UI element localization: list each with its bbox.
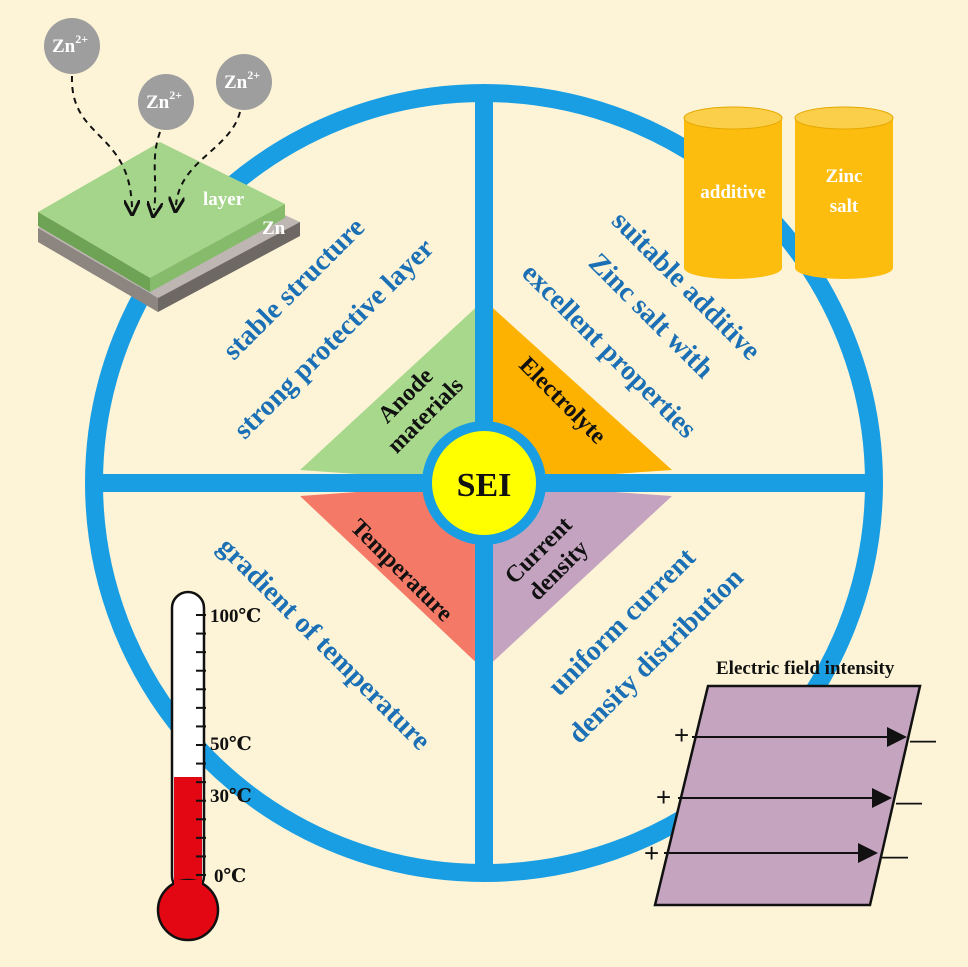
plus-sign-3: + <box>644 838 659 868</box>
layer-label: layer <box>203 189 245 210</box>
cylinder-additive-top <box>683 106 783 130</box>
cylinder-additive-body <box>684 118 782 268</box>
cylinder-additive-bottom <box>684 257 782 279</box>
cylinder-zinc-salt-body <box>795 118 893 268</box>
plus-sign-1: + <box>674 720 689 750</box>
thermometer-fill <box>174 777 202 892</box>
dashed-arrow-icon <box>176 111 241 205</box>
zn-ion-1-label: Zn2+ <box>52 32 88 57</box>
temperature-sector <box>300 483 484 670</box>
tick-30: 30℃ <box>210 786 252 807</box>
minus-sign-2: — <box>896 786 922 816</box>
zn-ion-2 <box>138 74 194 130</box>
anode-sector <box>300 300 484 483</box>
plus-sign-2: + <box>656 782 671 812</box>
zn-layer-illustration: layer Zn Zn2+ Zn2+ Zn2+ <box>38 18 300 312</box>
dashed-arrow-icon <box>70 75 132 208</box>
sei-label: SEI <box>457 467 512 504</box>
minus-sign-3: — <box>882 840 908 870</box>
electric-field-illustration: Electric field intensity + + + — — — <box>644 658 936 907</box>
electric-field-title: Electric field intensity <box>716 658 895 679</box>
thermometer-ticks <box>196 614 206 876</box>
cylinder-icon: additive Zinc salt <box>683 106 894 279</box>
cylinder-zinc-salt-label-2: salt <box>830 196 859 217</box>
tick-0: 0℃ <box>214 866 246 887</box>
green-layer-front <box>38 212 150 292</box>
zn-ion-3 <box>216 54 272 110</box>
electrolyte-sector <box>484 300 672 483</box>
cylinder-zinc-salt-label-1: Zinc <box>826 166 863 187</box>
tick-50: 50℃ <box>210 734 252 755</box>
cylinder-zinc-salt-bottom <box>795 257 893 279</box>
green-layer-side <box>150 204 285 292</box>
electric-field-plate <box>653 684 922 907</box>
sei-hub-inner <box>432 431 536 535</box>
cylinder-zinc-salt-top <box>794 106 894 130</box>
thermometer-icon: 100℃ 50℃ 30℃ 0℃ <box>156 590 261 942</box>
zn-label: Zn <box>262 218 286 239</box>
zn-slab-side <box>158 222 300 312</box>
cylinder-additive-label: additive <box>700 182 765 203</box>
zn-ion-1 <box>44 18 100 74</box>
zn-slab-front <box>38 228 158 312</box>
thermometer-neck <box>174 880 202 910</box>
tick-100: 100℃ <box>210 606 261 627</box>
current-sector <box>484 483 672 670</box>
dashed-arrow-icon <box>154 131 160 210</box>
zn-ion-2-label: Zn2+ <box>146 88 182 113</box>
zn-ion-3-label: Zn2+ <box>224 68 260 93</box>
minus-sign-1: — <box>910 724 936 754</box>
